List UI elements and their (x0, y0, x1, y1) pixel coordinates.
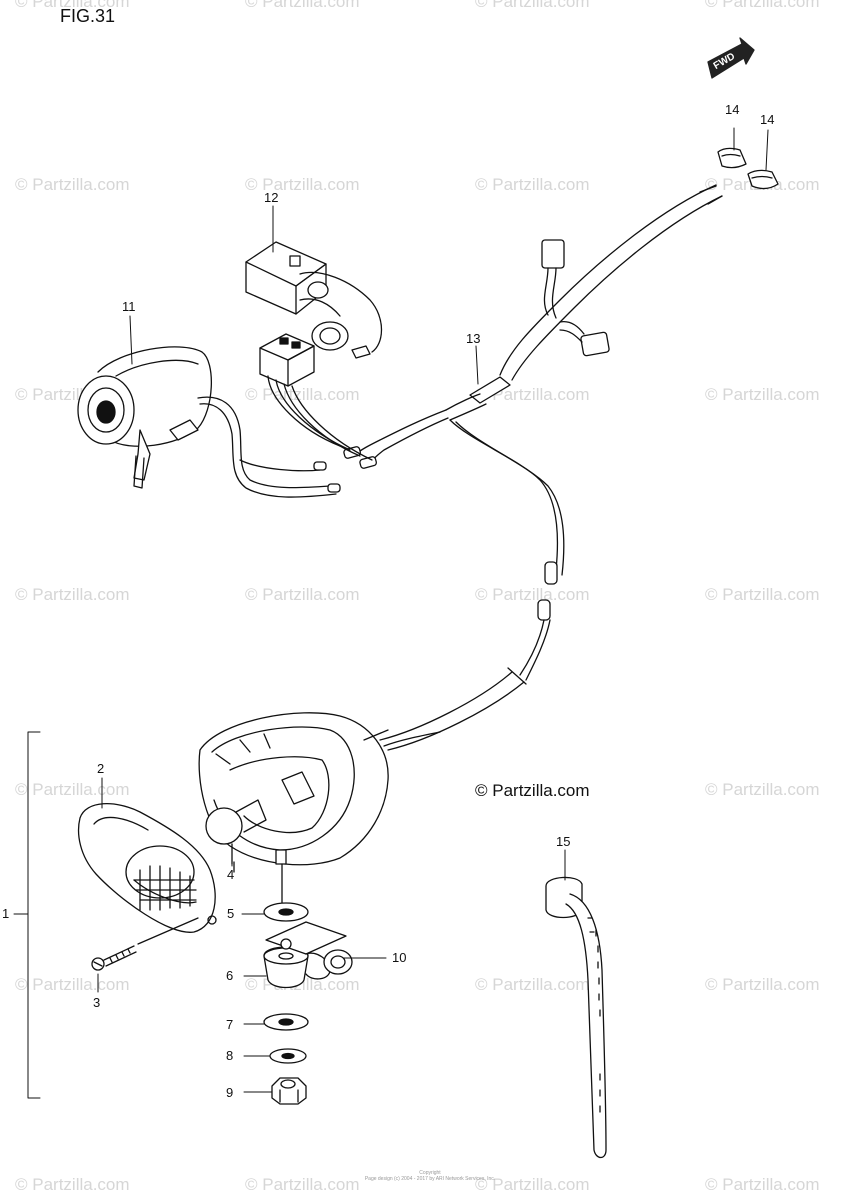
part-2-lens (77, 802, 217, 933)
callout-11[interactable]: 11 (122, 299, 136, 314)
watermark: © Partzilla.com (15, 175, 130, 194)
callout-15[interactable]: 15 (556, 834, 571, 849)
part-5-washer (263, 902, 309, 922)
callout-1[interactable]: 1 (2, 906, 10, 921)
forward-arrow-icon (707, 37, 755, 79)
part-7-washer (263, 1013, 309, 1031)
callout-10[interactable]: 10 (392, 950, 407, 965)
callout-5[interactable]: 5 (227, 906, 235, 921)
callout-12[interactable]: 12 (264, 190, 279, 205)
watermark: © Partzilla.com (475, 0, 590, 11)
footer-line-1: Copyright (419, 1170, 441, 1176)
part-9-nut (271, 1077, 307, 1105)
watermark: © Partzilla.com (15, 780, 130, 799)
leader-lines (13, 127, 769, 1099)
callout-9[interactable]: 9 (226, 1085, 234, 1100)
footer-line-2: Page design (c) 2004 - 2017 by ARI Netwo… (364, 1176, 496, 1182)
part-15-cable-tie (545, 876, 607, 1159)
watermark: © Partzilla.com (475, 975, 590, 994)
figure-title: FIG.31 (60, 6, 116, 26)
page-footer: Copyright Page design (c) 2004 - 2017 by… (330, 1170, 530, 1182)
part-14-cap-left (717, 147, 747, 169)
part-12-relay (245, 241, 383, 359)
watermark: © Partzilla.com (15, 1175, 130, 1194)
watermark: © Partzilla.com (15, 0, 130, 11)
callout-7[interactable]: 7 (226, 1017, 234, 1032)
watermark: © Partzilla.com (705, 385, 820, 404)
callout-3[interactable]: 3 (93, 995, 101, 1010)
watermark: © Partzilla.com (15, 585, 130, 604)
part-8-lock-washer (269, 1048, 307, 1064)
watermark: © Partzilla.com (705, 975, 820, 994)
watermark: © Partzilla.com (705, 585, 820, 604)
callout-2[interactable]: 2 (97, 761, 105, 776)
watermark: © Partzilla.com (245, 385, 360, 404)
part-4-bulb (205, 799, 267, 873)
part-10-bracket (265, 921, 353, 980)
watermark: © Partzilla.com (475, 385, 590, 404)
watermark: © Partzilla.com (705, 0, 820, 11)
watermark: © Partzilla.com (705, 780, 820, 799)
callout-6[interactable]: 6 (226, 968, 234, 983)
watermark: © Partzilla.com (245, 175, 360, 194)
watermark: © Partzilla.com (245, 585, 360, 604)
part-3-screw (91, 917, 199, 971)
part-14-cap-right (747, 169, 779, 190)
callout-8[interactable]: 8 (226, 1048, 234, 1063)
callout-14-left[interactable]: 14 (725, 102, 740, 117)
copyright-notice: © Partzilla.com (475, 781, 590, 800)
watermark: © Partzilla.com (475, 585, 590, 604)
relay-socket (259, 333, 373, 461)
callout-4[interactable]: 4 (227, 867, 235, 882)
part-11-lamp-assembly (77, 346, 341, 498)
watermark: © Partzilla.com (245, 1175, 360, 1194)
watermark: © Partzilla.com (245, 0, 360, 11)
watermark: © Partzilla.com (705, 1175, 820, 1194)
watermark: © Partzilla.com (475, 1175, 590, 1194)
watermark: © Partzilla.com (475, 175, 590, 194)
watermark: © Partzilla.com (15, 975, 130, 994)
callout-14-right[interactable]: 14 (760, 112, 775, 127)
part-13-wire-harness (343, 184, 723, 751)
callout-13[interactable]: 13 (466, 331, 481, 346)
lamp-housing (198, 712, 441, 866)
part-6-grommet (263, 946, 309, 989)
